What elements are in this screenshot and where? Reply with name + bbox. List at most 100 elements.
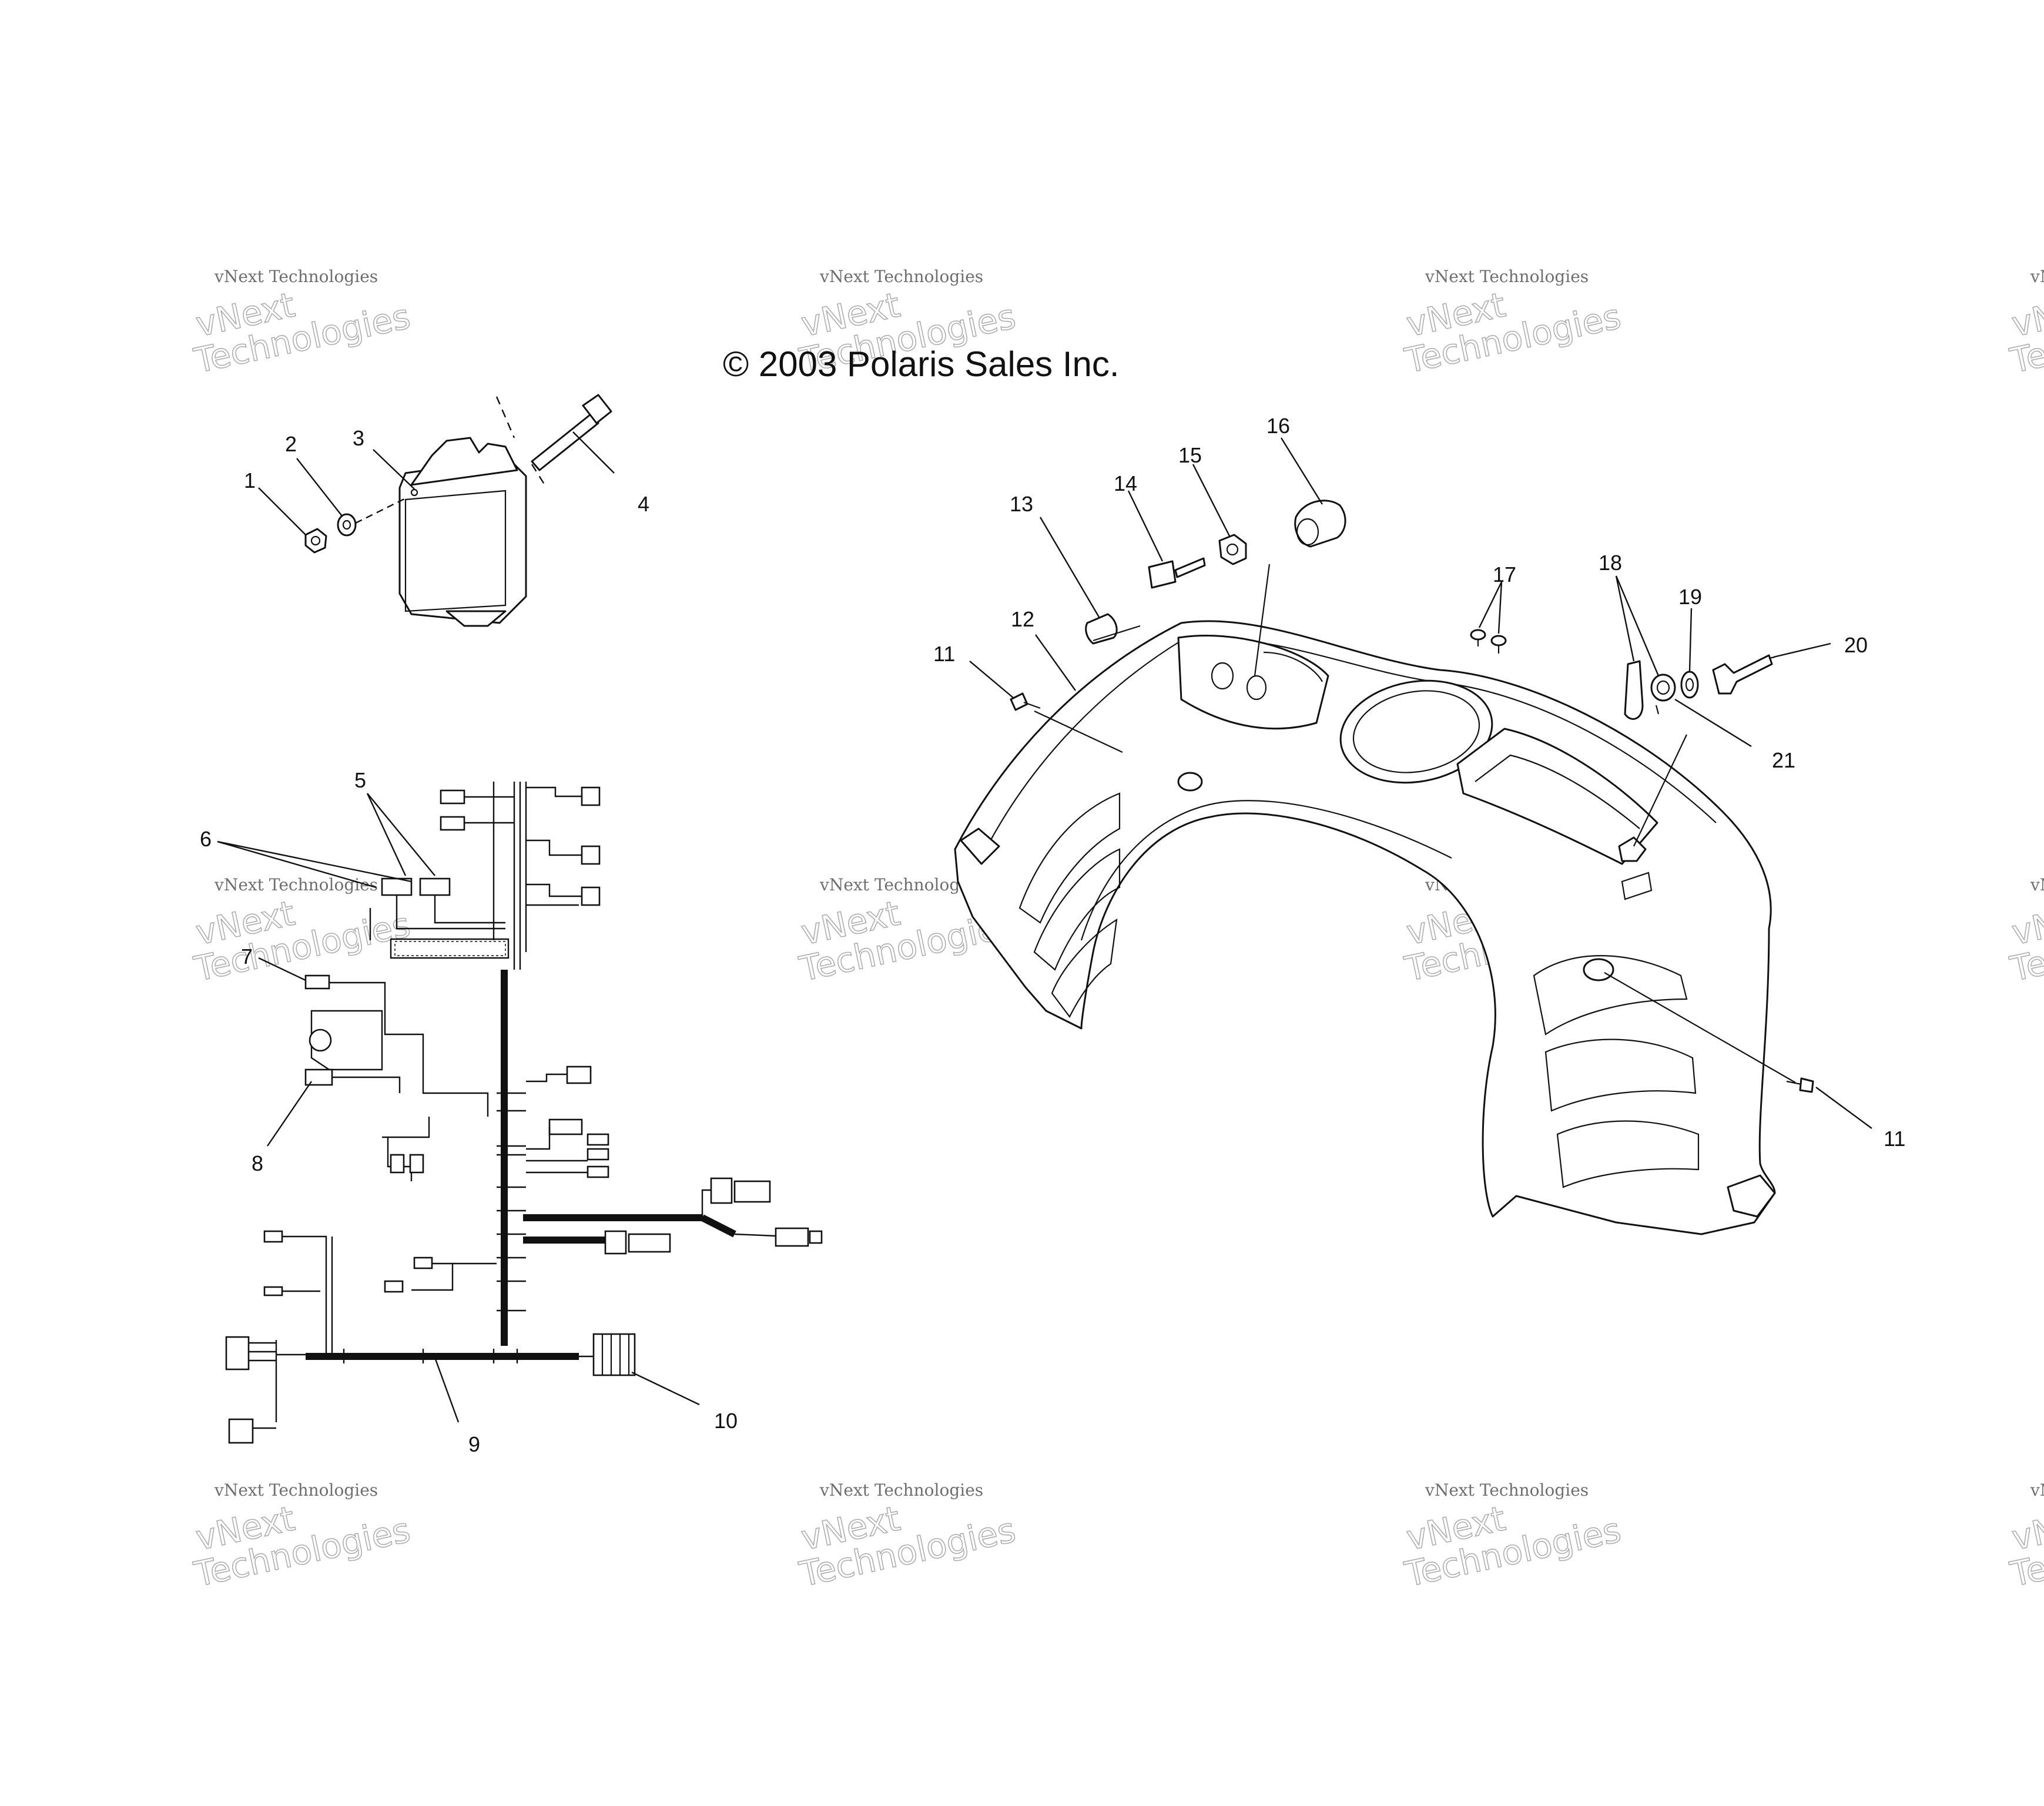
leader-line-10 — [631, 1371, 700, 1406]
cdi-box-face — [404, 490, 507, 612]
watermark-text: vNext Technologies — [1425, 1480, 1589, 1500]
callout-11: 11 — [933, 642, 955, 666]
leader-line-12 — [1035, 634, 1076, 691]
nut-pin — [1655, 705, 1660, 715]
connector — [304, 974, 330, 990]
leader-line-14 — [1127, 490, 1164, 562]
callout-9: 9 — [468, 1432, 480, 1456]
rivet — [1490, 635, 1507, 654]
callout-2: 2 — [285, 432, 297, 456]
callout-17: 17 — [1493, 562, 1516, 587]
connector — [304, 1068, 333, 1086]
callout-20: 20 — [1844, 633, 1868, 657]
dash-left-vent — [1051, 918, 1118, 1018]
connector — [413, 1257, 433, 1269]
bushing — [1177, 772, 1203, 792]
harness-clips — [343, 1092, 526, 1363]
leader-line-4 — [572, 431, 615, 474]
dash-top-rim — [987, 638, 1717, 847]
dash-left-vent — [1033, 848, 1121, 971]
wire — [434, 895, 505, 924]
dash-left-tab — [960, 827, 1000, 865]
leader-line-6 — [217, 840, 412, 883]
wire — [526, 786, 582, 798]
connector — [419, 877, 451, 896]
connector — [604, 1230, 627, 1255]
copyright-notice: © 2003 Polaris Sales Inc. — [723, 344, 1120, 384]
leader-line-17 — [1478, 581, 1503, 628]
watermark-text: vNext Technologies — [2030, 875, 2044, 894]
mount-axis-line — [355, 497, 406, 524]
dash-console-assembly — [954, 437, 1872, 1235]
wire — [734, 1233, 776, 1237]
cap-16 — [1294, 500, 1346, 548]
assembly-line — [1034, 711, 1123, 753]
leader-line-11 — [1815, 1087, 1872, 1129]
callout-13: 13 — [1010, 492, 1033, 516]
washer-19 — [1680, 671, 1699, 699]
nut-hole — [310, 535, 321, 546]
callout-21: 21 — [1772, 748, 1795, 772]
ignition-hole — [1246, 675, 1267, 701]
connector — [263, 1286, 283, 1296]
connector — [628, 1233, 671, 1253]
bushing-13 — [1085, 613, 1118, 645]
callout-4: 4 — [638, 492, 649, 516]
left-switch-pod — [1177, 635, 1329, 730]
dash-right-vent — [1556, 1120, 1700, 1188]
callout-14: 14 — [1114, 471, 1137, 495]
connector — [581, 845, 601, 865]
leader-line-15 — [1192, 464, 1231, 537]
watermark-text: vNext Technologies — [819, 875, 983, 894]
gauge-opening-inner — [1352, 690, 1480, 773]
watermark-text: vNext Technologies — [2030, 267, 2044, 286]
connector — [581, 786, 601, 806]
bolt-axis-line — [531, 464, 548, 488]
wire — [701, 1189, 711, 1218]
callout-6: 6 — [200, 827, 212, 851]
assembly-line — [1604, 972, 1796, 1083]
connector — [440, 789, 465, 805]
wire — [396, 895, 505, 930]
callout-8: 8 — [252, 1151, 263, 1175]
leader-line-20 — [1773, 642, 1831, 658]
dash-left-vent — [1018, 792, 1121, 924]
leader-line-18 — [1615, 575, 1635, 662]
cdi-box-top-tab — [410, 437, 518, 486]
leader-line-1 — [258, 487, 306, 535]
connector — [440, 816, 465, 831]
pod-rib — [1263, 651, 1323, 682]
washer-hole — [1685, 678, 1694, 692]
connector — [733, 1180, 771, 1203]
assembly-line — [1254, 564, 1271, 676]
connector — [587, 1165, 609, 1178]
dash-inner-rim — [1080, 800, 1452, 941]
wire — [329, 981, 489, 1117]
leader-line-5 — [367, 793, 435, 876]
wire-loop — [310, 1010, 383, 1071]
callout-7: 7 — [241, 944, 253, 969]
connector — [775, 1227, 809, 1247]
switch-20 — [1712, 654, 1773, 695]
leader-line-17 — [1497, 581, 1503, 634]
callout-19: 19 — [1678, 585, 1702, 609]
callout-1: 1 — [244, 468, 256, 492]
switch-hole — [1211, 662, 1234, 690]
nut-15 — [1218, 534, 1247, 565]
connector — [409, 1154, 424, 1174]
key-switch — [1148, 557, 1206, 589]
wire — [411, 1262, 454, 1291]
callout-10: 10 — [714, 1409, 738, 1433]
watermark-text: vNext Technologies — [819, 267, 983, 286]
wire — [282, 1235, 327, 1355]
callout-11-right: 11 — [1884, 1127, 1905, 1151]
connector — [384, 1280, 404, 1293]
connector — [263, 1230, 283, 1243]
decal — [1621, 872, 1653, 900]
leader-line-19 — [1688, 608, 1693, 672]
